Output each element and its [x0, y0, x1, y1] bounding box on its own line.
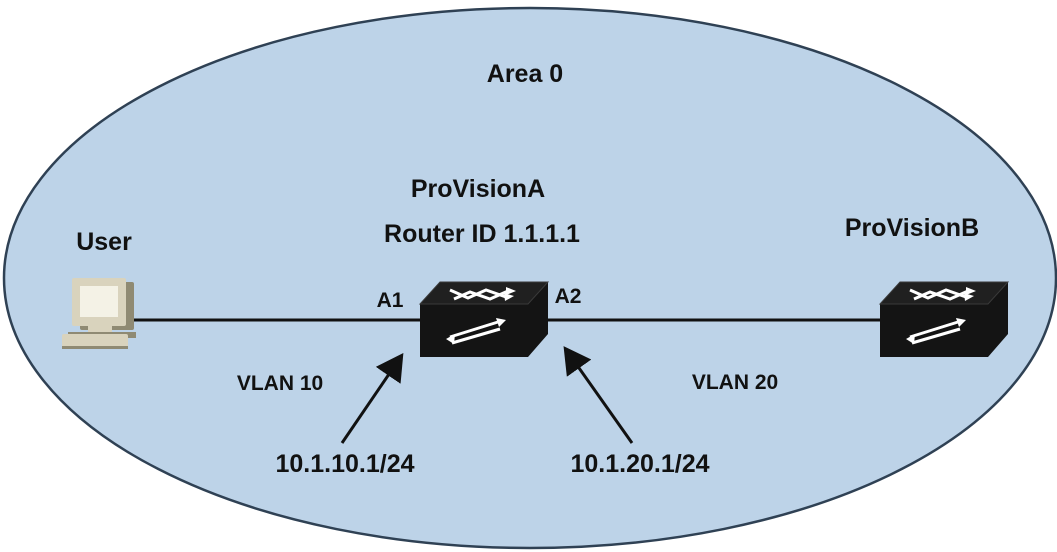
provisiona-name: ProVisionA	[411, 175, 545, 203]
ip-address-right: 10.1.20.1/24	[570, 450, 709, 478]
network-switch-icon	[878, 281, 1010, 357]
user-label: User	[76, 228, 132, 256]
area-label: Area 0	[487, 60, 563, 88]
arrow-to-a1	[340, 353, 404, 444]
port-a2-label: A2	[555, 285, 582, 308]
arrow-to-a2	[563, 346, 634, 444]
ip-address-left: 10.1.10.1/24	[275, 450, 414, 478]
provisionb-name: ProVisionB	[845, 214, 979, 242]
vlan-20-label: VLAN 20	[692, 371, 778, 394]
computer-icon	[62, 278, 136, 349]
vlan-10-label: VLAN 10	[237, 372, 323, 395]
network-switch-icon	[418, 281, 550, 357]
provisiona-router-id: Router ID 1.1.1.1	[384, 220, 580, 248]
port-a1-label: A1	[377, 289, 404, 312]
ospf-area-ellipse	[2, 6, 1057, 550]
